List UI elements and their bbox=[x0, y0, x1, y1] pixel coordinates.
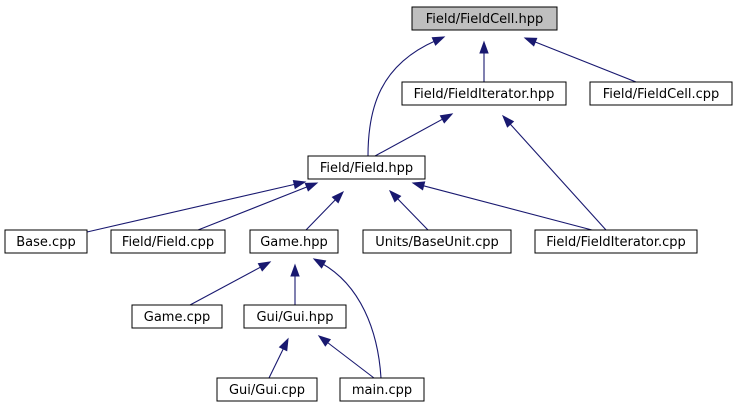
edge-line bbox=[86, 183, 297, 233]
edge-game_hpp-to-field_hpp bbox=[305, 190, 345, 231]
node-label: main.cpp bbox=[352, 383, 412, 398]
edge-game_cpp-to-game_hpp bbox=[189, 261, 272, 306]
arrow-head bbox=[331, 190, 345, 204]
edge-fielditerator_hpp-to-fieldcell_hpp bbox=[479, 40, 489, 82]
node-label: Units/BaseUnit.cpp bbox=[375, 235, 499, 250]
node-box bbox=[401, 81, 567, 106]
node-label: Field/FieldIterator.cpp bbox=[546, 235, 686, 250]
edge-field_hpp-to-fieldcell_hpp bbox=[367, 36, 446, 157]
node-label: Field/FieldIterator.hpp bbox=[414, 87, 555, 102]
edge-field_hpp-to-fielditerator_hpp bbox=[374, 113, 454, 157]
arrow-head bbox=[290, 263, 300, 277]
arrow-head bbox=[388, 189, 402, 203]
edge-main_cpp-to-gui_hpp bbox=[317, 335, 375, 379]
edge-base_cpp-to-field_hpp bbox=[86, 179, 307, 233]
edge-line bbox=[325, 341, 375, 379]
edge-fielditerator_cpp-to-field_hpp bbox=[411, 181, 593, 231]
node-label: Field/FieldCell.cpp bbox=[603, 87, 719, 102]
node-box bbox=[4, 229, 88, 254]
node-fielditerator-cpp[interactable]: Field/FieldIterator.cpp bbox=[534, 229, 698, 254]
node-fieldcell-cpp[interactable]: Field/FieldCell.cpp bbox=[589, 81, 733, 106]
node-label: Game.hpp bbox=[260, 235, 328, 250]
arrow-head bbox=[304, 182, 319, 192]
node-box bbox=[534, 229, 698, 254]
edge-line bbox=[508, 122, 607, 231]
node-label: Gui/Gui.cpp bbox=[229, 383, 305, 398]
arrow-head bbox=[292, 179, 307, 190]
node-box bbox=[362, 229, 512, 254]
edge-line bbox=[421, 184, 593, 231]
node-fielditerator-hpp[interactable]: Field/FieldIterator.hpp bbox=[401, 81, 567, 106]
node-field-cpp[interactable]: Field/Field.cpp bbox=[110, 229, 226, 254]
edge-line bbox=[533, 40, 637, 83]
arrow-head bbox=[439, 113, 454, 124]
node-label: Field/FieldCell.hpp bbox=[426, 12, 544, 27]
edge-line bbox=[395, 197, 429, 231]
node-box bbox=[216, 377, 318, 402]
edge-line bbox=[374, 117, 445, 157]
edge-line bbox=[321, 262, 382, 379]
node-box bbox=[307, 155, 426, 180]
node-box bbox=[339, 377, 425, 402]
node-box bbox=[110, 229, 226, 254]
node-box bbox=[243, 304, 347, 329]
node-gui-hpp[interactable]: Gui/Gui.hpp bbox=[243, 304, 347, 329]
arrow-head bbox=[278, 337, 289, 352]
node-field-hpp[interactable]: Field/Field.hpp bbox=[307, 155, 426, 180]
edge-gui_cpp-to-gui_hpp bbox=[268, 337, 289, 379]
edge-line bbox=[305, 198, 338, 231]
arrow-head bbox=[312, 258, 327, 269]
edge-main_cpp-to-game_hpp bbox=[312, 258, 382, 379]
edge-line bbox=[268, 346, 285, 379]
edge-gui_hpp-to-game_hpp bbox=[290, 263, 300, 305]
arrow-head bbox=[411, 181, 426, 191]
node-box bbox=[589, 81, 733, 106]
node-game-hpp[interactable]: Game.hpp bbox=[249, 229, 339, 254]
node-box bbox=[131, 304, 223, 329]
node-label: Base.cpp bbox=[16, 235, 75, 250]
arrow-head bbox=[479, 40, 489, 54]
edge-line bbox=[189, 265, 263, 306]
arrow-head bbox=[257, 261, 272, 272]
node-label: Field/Field.cpp bbox=[122, 235, 214, 250]
node-label: Game.cpp bbox=[144, 310, 211, 325]
edge-fieldcell_cpp-to-fieldcell_hpp bbox=[523, 37, 637, 83]
edges-layer bbox=[86, 36, 637, 379]
node-gui-cpp[interactable]: Gui/Gui.cpp bbox=[216, 377, 318, 402]
node-label: Field/Field.hpp bbox=[320, 161, 413, 176]
node-main-cpp[interactable]: main.cpp bbox=[339, 377, 425, 402]
node-fieldcell-hpp[interactable]: Field/FieldCell.hpp bbox=[411, 6, 558, 31]
nodes-layer: Field/FieldCell.hppField/FieldIterator.h… bbox=[4, 6, 733, 402]
node-box bbox=[249, 229, 339, 254]
node-label: Gui/Gui.hpp bbox=[256, 310, 333, 325]
arrow-head bbox=[431, 36, 446, 46]
arrow-head bbox=[523, 37, 538, 47]
arrow-head bbox=[317, 335, 332, 347]
arrow-head bbox=[502, 114, 515, 128]
node-baseunit-cpp[interactable]: Units/BaseUnit.cpp bbox=[362, 229, 512, 254]
node-box bbox=[411, 6, 558, 31]
node-base-cpp[interactable]: Base.cpp bbox=[4, 229, 88, 254]
edge-line bbox=[197, 185, 309, 231]
edge-fielditerator_cpp-to-fielditerator_hpp bbox=[502, 114, 607, 231]
edge-baseunit_cpp-to-field_hpp bbox=[388, 189, 429, 231]
node-game-cpp[interactable]: Game.cpp bbox=[131, 304, 223, 329]
edge-line bbox=[367, 40, 437, 157]
edge-field_cpp-to-field_hpp bbox=[197, 182, 319, 231]
